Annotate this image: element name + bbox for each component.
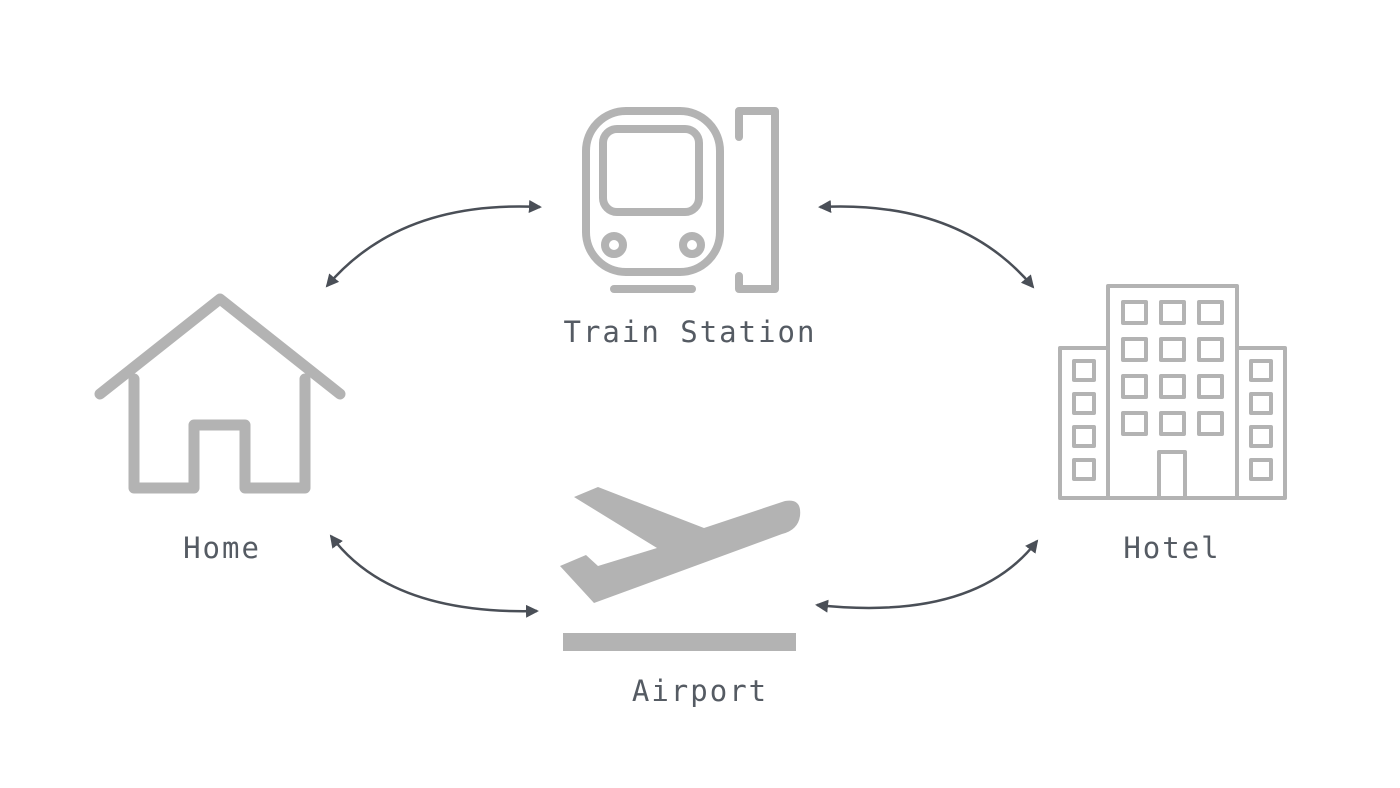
arrow-home-train	[325, 199, 542, 288]
home-label: Home	[183, 531, 261, 565]
arrow-airport-hotel	[815, 539, 1039, 613]
arrow-train-hotel	[818, 199, 1035, 289]
train-station-label: Train Station	[563, 315, 817, 349]
airplane-takeoff-icon	[560, 487, 801, 651]
train-icon	[582, 107, 779, 293]
hotel-building-icon	[1058, 284, 1287, 500]
arrow-home-airport	[329, 534, 539, 618]
house-icon	[94, 293, 346, 494]
hotel-label: Hotel	[1123, 531, 1221, 565]
airport-label: Airport	[631, 674, 769, 708]
